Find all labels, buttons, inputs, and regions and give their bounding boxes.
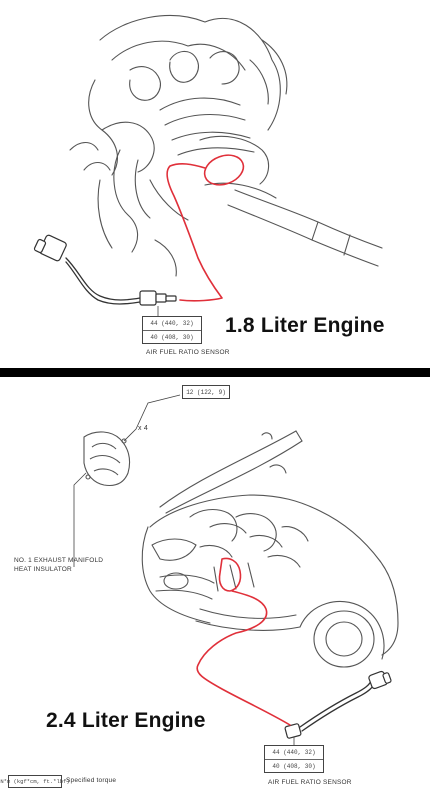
harness-connector-2-4 [368,670,392,690]
torque-spec-line-1-2-4: 44 (440, 32) [272,749,316,756]
harness-connector [33,234,67,262]
torque-spec-line-2-2-4: 40 (408, 30) [265,759,323,773]
engine-line-art [69,15,383,277]
sensor-harness-line-art [65,257,141,305]
insulator-caption-line-2: HEAT INSULATOR [14,566,72,573]
sensor-caption: AIR FUEL RATIO SENSOR [146,349,230,356]
air-fuel-ratio-sensor-2-4 [284,723,302,739]
sensor-harness-line-art-2-4 [299,678,376,732]
engine-label-1-8: 1.8 Liter Engine [225,314,385,337]
torque-spec-box: 44 (440, 32) 40 (408, 30) [142,316,202,344]
legend-text: Specified torque [66,777,117,784]
diagram-panel-2-4-liter: 12 (122, 9) x 4 NO. 1 EXHAUST MANIFOLD H… [0,377,430,804]
air-fuel-ratio-sensor-1-8 [139,290,177,306]
sensor-location-highlight-route [166,154,245,302]
engine-label-2-4: 2.4 Liter Engine [46,709,206,732]
torque-spec-box-2-4: 44 (440, 32) 40 (408, 30) [264,745,324,773]
car-front-line-art [141,430,399,668]
torque-spec-line-2: 40 (408, 30) [143,330,201,344]
insulator-leader-lines [73,394,181,567]
bolt-torque-tag: 12 (122, 9) [182,385,230,399]
torque-spec-line-1: 44 (440, 32) [150,320,194,327]
legend-key-box: N*m (kgf*cm, ft.*lbf) [0,775,70,788]
bolt-count: x 4 [138,425,148,432]
sensor-location-highlight-route-2-4 [196,557,291,726]
engine-bay-drawing-1-8 [33,15,383,316]
vehicle-front-drawing-2-4 [73,394,399,747]
panel-divider [0,368,430,377]
insulator-caption-line-1: NO. 1 EXHAUST MANIFOLD [14,557,104,564]
heat-insulator-part [83,431,131,487]
diagram-panel-1-8-liter: 44 (440, 32) 40 (408, 30) AIR FUEL RATIO… [0,0,430,368]
sensor-caption-2-4: AIR FUEL RATIO SENSOR [268,779,352,786]
